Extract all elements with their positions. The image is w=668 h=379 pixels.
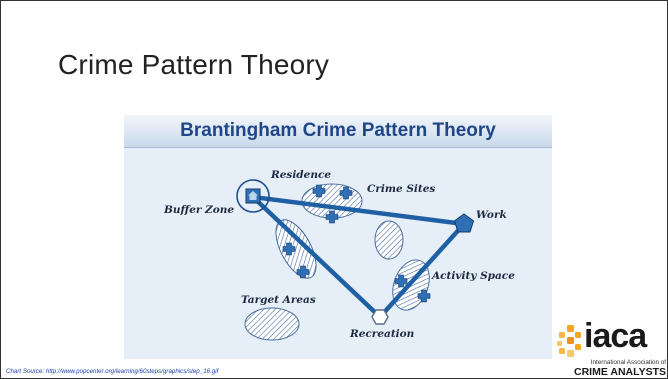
logo-wordmark: iaca [584,317,647,355]
chart-source-caption: Chart Source: http://www.popcenter.org/l… [6,368,219,375]
figure-header: Brantingham Crime Pattern Theory [124,115,552,148]
path-residence-work [250,194,467,227]
label-crime-sites: Crime Sites [367,183,435,195]
label-residence: Residence [270,169,331,181]
logo-mark-icon [557,325,581,357]
crime-site-marker-6 [394,274,408,288]
iaca-logo: iaca International Association of CRIME … [556,317,668,379]
label-target-areas: Target Areas [241,294,316,306]
house-icon [248,191,258,200]
crime-site-marker-4 [282,242,296,256]
crime-site-marker-3 [325,210,339,224]
middle-target-area [374,220,404,260]
crime-pattern-figure: Brantingham Crime Pattern Theory [124,115,552,359]
label-recreation: Recreation [349,328,414,340]
label-work: Work [476,209,507,221]
crime-site-marker-5 [296,265,310,279]
path-residence-recreation [250,194,383,320]
work-node [453,213,475,233]
slide-title: Crime Pattern Theory [58,49,330,80]
label-buffer-zone: Buffer Zone [163,204,234,216]
logo-subtitle-bold: CRIME ANALYSTS [574,366,666,378]
path-work-recreation [377,221,467,320]
recreation-node [371,309,389,325]
figure-title: Brantingham Crime Pattern Theory [180,120,496,141]
crime-pattern-diagram: Residence Buffer Zone Crime Sites Work A… [163,169,515,341]
buffer-zone-circle [236,179,270,213]
crime-site-marker-7 [417,289,431,303]
label-activity-space: Activity Space [431,270,515,282]
logo-subtitle: International Association of [590,359,666,366]
crime-site-marker-2 [339,186,353,200]
left-target-area [275,219,317,279]
target-areas-area [244,307,300,341]
crime-site-marker-1 [312,184,326,198]
